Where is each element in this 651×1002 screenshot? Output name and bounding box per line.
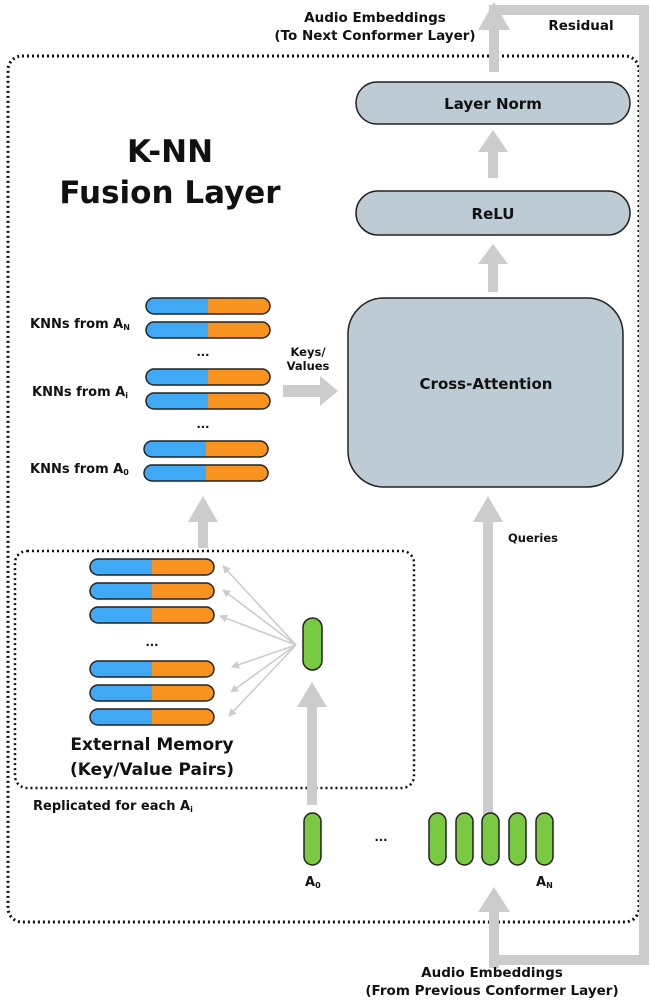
audio-embedding-token xyxy=(481,812,500,866)
cross-attention-block[interactable] xyxy=(347,297,624,488)
title-line1: K-NN xyxy=(127,134,213,170)
embedding-label-first: A0 xyxy=(305,875,321,890)
value-segment xyxy=(208,369,270,385)
key-segment xyxy=(144,465,206,481)
knn-kv-pair xyxy=(143,440,269,458)
knn-kv-pair xyxy=(145,368,271,386)
memory-to-knn-arrow xyxy=(188,496,218,548)
query-embedding xyxy=(302,617,323,671)
relu-block[interactable] xyxy=(355,190,631,236)
knn-group-label-0: KNNs from A0 xyxy=(30,462,129,477)
key-segment xyxy=(146,322,208,338)
knn-kv-pair xyxy=(143,464,269,482)
layer-norm-label: Layer Norm xyxy=(444,95,542,113)
value-segment xyxy=(206,465,268,481)
audio-embedding-token xyxy=(428,812,447,866)
lookup-arrow xyxy=(230,644,297,693)
memory-kv-pair xyxy=(89,582,215,600)
fusion-layer-boundary xyxy=(6,54,641,924)
input-label-line1: Audio Embeddings xyxy=(421,965,563,981)
key-segment xyxy=(90,607,152,623)
external-memory-boundary xyxy=(13,549,416,790)
value-segment xyxy=(152,559,214,575)
replicated-label: Replicated for each Ai xyxy=(33,799,193,814)
knn-group-label-n: KNNs from AN xyxy=(30,317,130,332)
memory-kv-pair xyxy=(89,708,215,726)
knn-ellipsis-1: ... xyxy=(196,345,209,359)
lookup-arrow xyxy=(222,565,297,646)
lookup-arrow xyxy=(219,614,297,646)
cross-attention-label: Cross-Attention xyxy=(420,375,553,393)
knn-ellipsis-2: ... xyxy=(196,417,209,431)
embedding-label-last: AN xyxy=(536,875,553,890)
lookup-arrow xyxy=(231,644,297,669)
key-segment xyxy=(144,441,206,457)
kv-bars xyxy=(89,297,271,726)
key-segment xyxy=(90,661,152,677)
title-line2: Fusion Layer xyxy=(59,175,281,211)
memory-kv-pair xyxy=(89,558,215,576)
audio-embedding-token xyxy=(508,812,527,866)
lookup-arrow xyxy=(222,589,297,646)
key-segment xyxy=(146,298,208,314)
knn-kv-pair xyxy=(145,392,271,410)
key-segment xyxy=(90,559,152,575)
memory-kv-pair xyxy=(89,684,215,702)
value-segment xyxy=(152,709,214,725)
audio-embedding-token xyxy=(455,812,474,866)
knn-group-label-i: KNNs from Ai xyxy=(32,385,128,400)
value-segment xyxy=(152,607,214,623)
audio-embedding-token xyxy=(535,812,554,866)
embedding-to-query-arrow xyxy=(297,682,327,805)
output-label-line2: (To Next Conformer Layer) xyxy=(274,28,475,44)
key-segment xyxy=(146,369,208,385)
value-segment xyxy=(206,441,268,457)
memory-kv-pair xyxy=(89,660,215,678)
key-segment xyxy=(90,685,152,701)
memory-kv-pair xyxy=(89,606,215,624)
output-label-line1: Audio Embeddings xyxy=(304,10,446,26)
knn-kv-pair xyxy=(145,297,271,315)
queries-arrow xyxy=(473,496,503,825)
keys-values-label-line1: Keys/ xyxy=(290,345,326,359)
memory-label-line2: (Key/Value Pairs) xyxy=(70,760,234,780)
memory-ellipsis: ... xyxy=(145,635,158,649)
input-label-line2: (From Previous Conformer Layer) xyxy=(365,983,618,999)
memory-label-line1: External Memory xyxy=(70,735,233,755)
crossattn-to-relu-arrow xyxy=(478,244,508,292)
lookup-arrow xyxy=(228,644,297,717)
key-segment xyxy=(90,709,152,725)
value-segment xyxy=(152,685,214,701)
value-segment xyxy=(152,583,214,599)
queries-label: Queries xyxy=(508,531,558,545)
input-arrow xyxy=(478,887,510,968)
residual-label: Residual xyxy=(548,18,613,34)
audio-embeddings-row xyxy=(303,812,554,866)
knn-lookup-arrows xyxy=(219,565,297,717)
value-segment xyxy=(152,661,214,677)
keys-values-arrow xyxy=(283,376,338,406)
value-segment xyxy=(208,298,270,314)
key-segment xyxy=(146,393,208,409)
value-segment xyxy=(208,393,270,409)
embeddings-ellipsis: ... xyxy=(374,830,387,844)
relu-to-layernorm-arrow xyxy=(478,130,508,178)
audio-embedding-token xyxy=(303,812,322,866)
value-segment xyxy=(208,322,270,338)
layer-norm-block[interactable] xyxy=(355,81,631,125)
keys-values-label-line2: Values xyxy=(287,359,330,373)
knn-kv-pair xyxy=(145,321,271,339)
key-segment xyxy=(90,583,152,599)
output-arrow xyxy=(478,2,510,72)
relu-label: ReLU xyxy=(472,205,515,223)
